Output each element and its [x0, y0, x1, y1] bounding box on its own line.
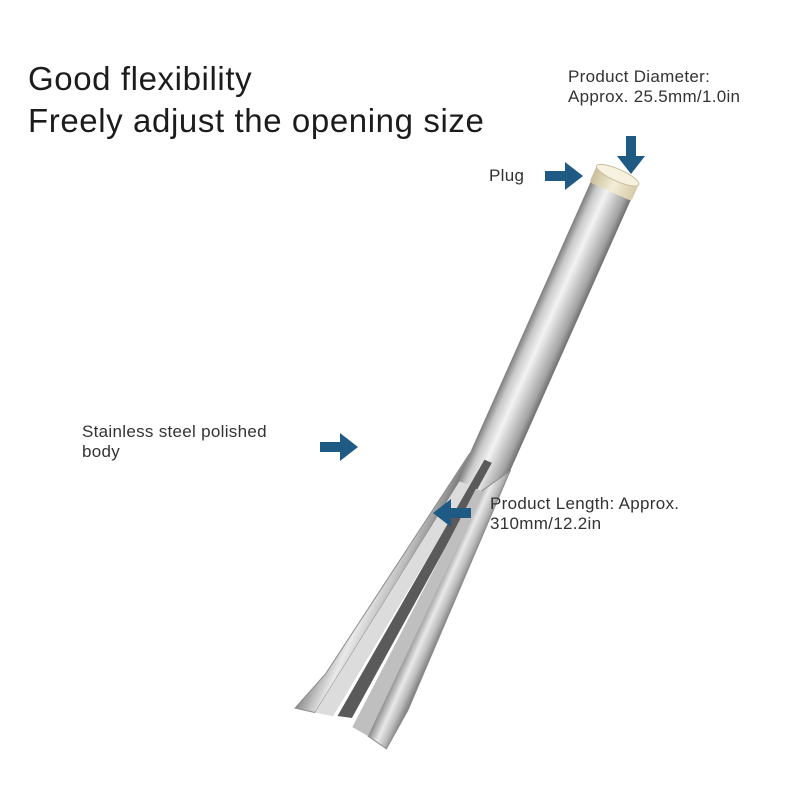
plug-callout: Plug	[489, 166, 524, 186]
length-value: 310mm/12.2in	[490, 514, 602, 533]
body-label-line-2: body	[82, 442, 121, 461]
headline-line-2: Freely adjust the opening size	[28, 102, 485, 139]
body-label-line-1: Stainless steel polished	[82, 422, 267, 441]
steel-tube-body	[457, 179, 633, 499]
diameter-label: Product Diameter:	[568, 67, 711, 86]
headline: Good flexibility Freely adjust the openi…	[28, 58, 484, 142]
headline-line-1: Good flexibility	[28, 60, 253, 97]
length-label: Product Length: Approx.	[490, 494, 680, 513]
plug	[590, 163, 640, 201]
length-arrow-icon	[433, 499, 471, 527]
plug-arrow-icon	[545, 162, 583, 190]
diameter-arrow-icon	[617, 136, 645, 174]
plug-label: Plug	[489, 166, 525, 185]
length-callout: Product Length: Approx. 310mm/12.2in	[490, 494, 679, 534]
body-callout: Stainless steel polished body	[82, 422, 267, 462]
body-arrow-icon	[320, 433, 358, 461]
diameter-value: Approx. 25.5mm/1.0in	[568, 87, 741, 106]
split-blades	[294, 452, 512, 750]
diameter-callout: Product Diameter: Approx. 25.5mm/1.0in	[568, 67, 740, 107]
